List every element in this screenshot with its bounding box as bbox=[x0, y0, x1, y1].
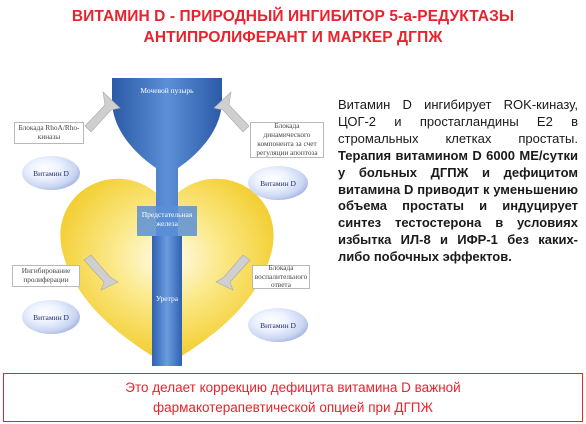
callout-rho-kinase: Блокада RhoA/Rho-киназы bbox=[14, 122, 84, 144]
title-line-1: ВИТАМИН D - ПРИРОДНЫЙ ИНГИБИТОР 5-а-РЕДУ… bbox=[71, 8, 515, 25]
vitamin-d-ellipse-top-left: Витамин D bbox=[22, 156, 80, 190]
prostate-label-box bbox=[137, 206, 197, 236]
prostate-label: Предстательная железа bbox=[141, 210, 193, 228]
urethra-label: Уретра bbox=[155, 294, 179, 303]
bladder-label: Мочевой пузырь bbox=[140, 86, 194, 95]
callout-apoptosis: Блокада динамического компонента за счет… bbox=[250, 122, 324, 158]
conclusion-line-2: фармакотерапевтической опцией при ДГПЖ bbox=[153, 400, 433, 415]
description-text: Витамин D ингибирует ROK-киназу, ЦОГ-2 и… bbox=[338, 97, 578, 266]
arrow-top-right bbox=[213, 91, 250, 133]
arrow-top-left bbox=[84, 91, 121, 133]
description-normal: Витамин D ингибирует ROK-киназу, ЦОГ-2 и… bbox=[338, 97, 578, 146]
callout-inflammation: Блокада воспалительного ответа bbox=[252, 263, 310, 289]
arrow-bottom-right bbox=[215, 254, 251, 291]
title-line-2: АНТИПРОЛИФЕРАНТ И МАРКЕР ДГПЖ bbox=[143, 29, 443, 46]
diagram-graphic bbox=[60, 78, 274, 366]
description-bold: Терапия витамином D 6000 МЕ/сутки у боль… bbox=[338, 147, 578, 265]
slide-title: ВИТАМИН D - ПРИРОДНЫЙ ИНГИБИТОР 5-а-РЕДУ… bbox=[0, 6, 586, 48]
arrow-bottom-left bbox=[83, 254, 119, 291]
vitamin-d-ellipse-bottom-right: Витамин D bbox=[248, 308, 308, 342]
prostate-diagram: Мочевой пузырь Предстательная железа Уре… bbox=[0, 60, 330, 380]
urethra-shape bbox=[152, 236, 182, 366]
vitamin-d-ellipse-bottom-left: Витамин D bbox=[22, 300, 80, 334]
conclusion-box: Это делает коррекцию дефицита витамина D… bbox=[3, 373, 583, 422]
vitamin-d-ellipse-top-right: Витамин D bbox=[248, 166, 308, 200]
conclusion-line-1: Это делает коррекцию дефицита витамина D… bbox=[125, 380, 461, 395]
callout-proliferation: Ингибирование пролиферации bbox=[12, 265, 80, 287]
bladder-shape bbox=[112, 78, 222, 236]
